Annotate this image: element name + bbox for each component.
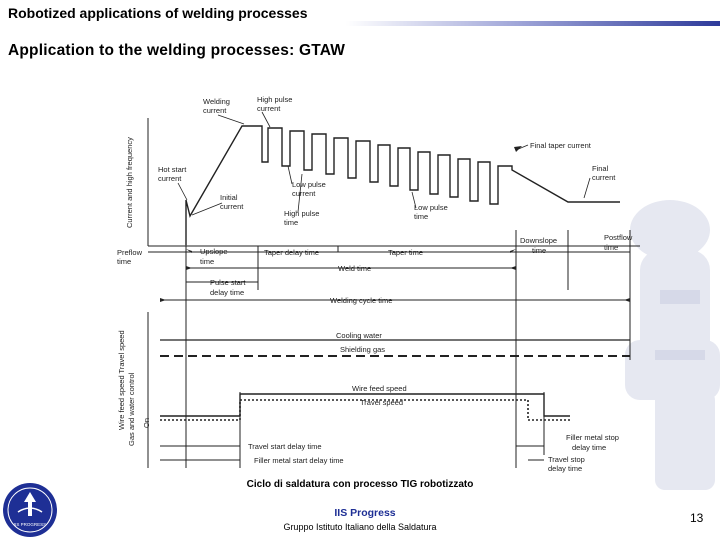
header-bar: Robotized applications of welding proces…	[0, 0, 720, 24]
label-initial-current-2: current	[220, 202, 244, 211]
page-number: 13	[690, 511, 704, 525]
label-pulse-start-delay-1: Pulse start	[210, 278, 246, 287]
label-initial-current-1: Initial	[220, 193, 238, 202]
label-hot-start-2: current	[158, 174, 182, 183]
label-low-pulse-current-1: Low pulse	[292, 180, 326, 189]
footer-org: IIS Progress	[334, 507, 396, 519]
label-filler-stop-delay-2: delay time	[572, 443, 606, 452]
label-preflow-time-1: Preflow	[117, 248, 143, 257]
diagram-caption: Ciclo di saldatura con processo TIG robo…	[246, 479, 474, 490]
label-filler-stop-delay-1: Filler metal stop	[566, 433, 619, 442]
label-wire-feed-speed: Wire feed speed	[352, 384, 407, 393]
label-downslope-time-2: time	[532, 246, 546, 255]
label-travel-stop-delay-1: Travel stop	[548, 455, 585, 464]
label-high-pulse-current-1: High pulse	[257, 95, 292, 104]
label-high-pulse-time-1: High pulse	[284, 209, 319, 218]
slide-subtitle: Application to the welding processes: GT…	[8, 42, 346, 59]
label-final-current-2: current	[592, 173, 616, 182]
label-travel-speed: Travel speed	[360, 398, 403, 407]
logo-text: IIS PROGRESS	[14, 522, 46, 527]
label-preflow-time-2: time	[117, 257, 131, 266]
label-downslope-time-1: Downslope	[520, 236, 557, 245]
label-welding-current-1: Welding	[203, 97, 230, 106]
header-title: Robotized applications of welding proces…	[8, 5, 308, 21]
label-high-pulse-time-2: time	[284, 218, 298, 227]
axis-label-on: On	[142, 418, 151, 428]
label-travel-stop-delay-2: delay time	[548, 464, 582, 473]
label-postflow-time-1: Postflow	[604, 233, 633, 242]
label-final-current-1: Final	[592, 164, 609, 173]
label-cooling-water: Cooling water	[336, 331, 382, 340]
label-high-pulse-current-2: current	[257, 104, 281, 113]
label-filler-start-delay: Filler metal start delay time	[254, 456, 344, 465]
label-low-pulse-current-2: current	[292, 189, 316, 198]
header-gradient-rule	[0, 21, 720, 26]
label-final-taper-current: Final taper current	[530, 141, 592, 150]
label-shielding-gas: Shielding gas	[340, 345, 385, 354]
label-travel-start-delay: Travel start delay time	[248, 442, 322, 451]
axis-label-wire-travel: Wire feed speed Travel speed	[117, 330, 126, 430]
label-pulse-start-delay-2: delay time	[210, 288, 244, 297]
label-welding-current-2: current	[203, 106, 227, 115]
label-taper-time: Taper time	[388, 248, 423, 257]
axis-label-gas-water: Gas and water control	[127, 372, 136, 446]
watermark-figure	[625, 200, 720, 490]
label-taper-delay-time: Taper delay time	[264, 248, 319, 257]
label-welding-cycle-time: Welding cycle time	[330, 296, 392, 305]
footer-subtitle: Gruppo Istituto Italiano della Saldatura	[283, 522, 437, 532]
label-low-pulse-time-2: time	[414, 212, 428, 221]
label-weld-time: Weld time	[338, 264, 371, 273]
label-hot-start-1: Hot start	[158, 165, 187, 174]
label-postflow-time-2: time	[604, 243, 618, 252]
iis-logo: IIS PROGRESS	[3, 483, 57, 537]
label-upslope-time-1: Upslope	[200, 247, 228, 256]
axis-label-current: Current and high frequency	[125, 137, 134, 228]
label-upslope-time-2: time	[200, 257, 214, 266]
label-low-pulse-time-1: Low pulse	[414, 203, 448, 212]
